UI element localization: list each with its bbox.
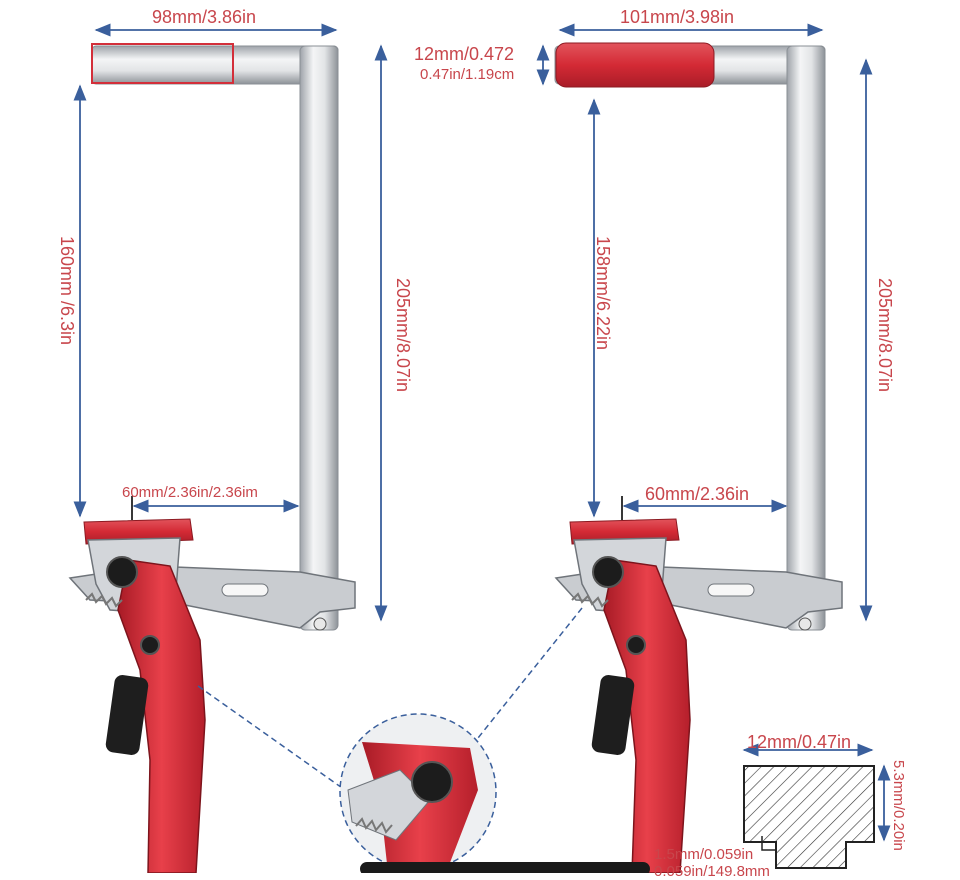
left-arm-screw — [313, 617, 327, 631]
profile-step-label-2: 0.059in/149.8mm — [654, 863, 770, 880]
right-vertical-bar — [786, 45, 826, 631]
left-inner-height-label: 160mm /6.3in — [57, 236, 77, 346]
right-top-width-label: 101mm/3.98in — [620, 7, 735, 27]
zoom-leader-left — [197, 685, 346, 791]
left-total-height-label: 205mm/8.07in — [393, 278, 413, 393]
right-total-height-label: 205mm/8.07in — [875, 278, 895, 393]
left-vertical-bar — [299, 45, 339, 631]
right-jaw-reach-label: 60mm/2.36in — [645, 484, 750, 504]
zoom-detail — [197, 607, 583, 873]
left-top-width-label: 98mm/3.86in — [152, 7, 257, 27]
left-jaw-reach-label: 60mm/2.36in/2.36im — [122, 484, 258, 501]
right-pivot-pin — [626, 635, 646, 655]
left-pivot-pin — [140, 635, 160, 655]
zoom-leader-right — [469, 607, 583, 749]
dimension-arrows — [73, 23, 891, 842]
zoom-teeth — [355, 817, 393, 834]
left-arm-slot — [221, 583, 269, 597]
profile-section — [743, 765, 875, 869]
profile-step-marker — [761, 836, 776, 851]
profile-height-label: 5.3mm/0.20in — [890, 760, 907, 851]
zoom-pivot-button — [411, 761, 453, 803]
zoom-silver-part — [347, 769, 431, 841]
left-highlight-box — [91, 43, 234, 84]
right-grip-size-label-1: 12mm/0.472 — [414, 44, 515, 64]
left-pivot-button — [106, 556, 138, 588]
right-black-trigger — [591, 675, 635, 755]
left-clamp — [68, 43, 356, 873]
right-arm-screw — [798, 617, 812, 631]
left-red-handle — [117, 559, 206, 873]
profile-width-label: 12mm/0.47in — [747, 732, 852, 752]
profile-step-label-1: 1.5mm/0.059in — [654, 846, 754, 863]
left-black-trigger — [105, 675, 149, 755]
right-grip-size-label-2: 0.47in/1.19cm — [420, 66, 515, 83]
right-arm-slot — [707, 583, 755, 597]
right-ratchet-teeth — [571, 592, 609, 608]
left-ratchet-teeth — [85, 592, 123, 608]
right-red-handle — [603, 559, 691, 873]
bottom-caption-bar — [360, 862, 650, 873]
right-inner-height-label: 158mm/6.22in — [593, 236, 613, 351]
profile-shape — [743, 765, 875, 869]
right-pivot-button — [592, 556, 624, 588]
right-red-grip — [555, 42, 715, 88]
right-clamp — [554, 42, 843, 873]
